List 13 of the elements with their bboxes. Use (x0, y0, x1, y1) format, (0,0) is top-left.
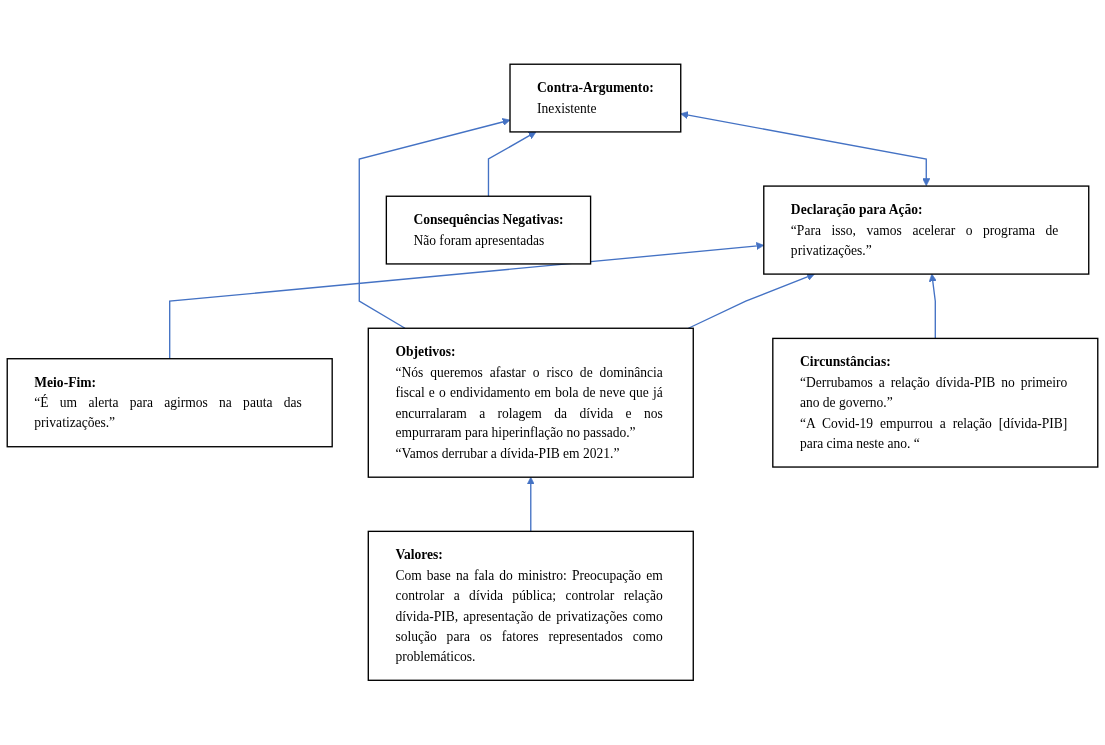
node-box: Circunstâncias: “Derrubamos a relação dívida-PIB no primeiro ano de governo.” “A Covid-19 empurrou a relação [dívida-PIB] para cima neste ano. “ (772, 337, 1099, 468)
arrow (928, 273, 937, 340)
node-box: Declaração para Ação: “Para isso, vamos acelerar o programa de privatizações.” (763, 185, 1090, 275)
arrow (687, 273, 815, 330)
arrow (358, 118, 511, 330)
node-box: Consequências Negativas: Não foram apresentadas (385, 195, 592, 265)
arrow (680, 111, 931, 187)
arrow (526, 477, 535, 533)
arrow (487, 131, 537, 198)
node-box: Objetivos: “Nós queremos afastar o risco de dominância fiscal e o endividamento em bola de neve que já encurralaram a rolagem da dívida e nos empurraram para hiperinflação no passado.” “Vamos derrubar a dívida-PIB em 2021.” (367, 327, 694, 479)
node-box: Meio-Fim: “É um alerta para agirmos na pauta das privatizações.” (6, 358, 333, 448)
node-box: Valores: Com base na fala do ministro: Preocupação em controlar a dívida pública; controlar relação dívida-PIB, apresentação de privatizações como solução para os fatores representados como problemáticos. (367, 530, 694, 682)
node-box: Contra-Argumento: Inexistente (509, 63, 682, 133)
